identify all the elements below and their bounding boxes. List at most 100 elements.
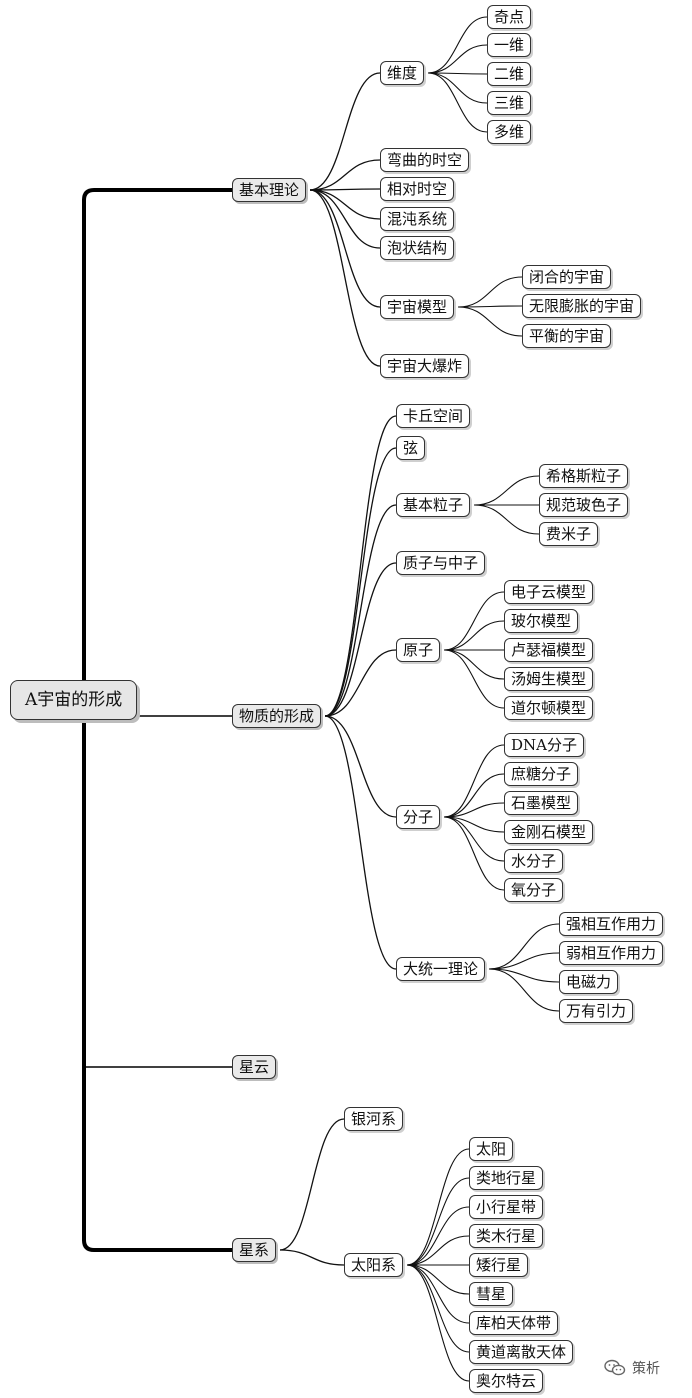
connector-line (443, 773, 505, 818)
connector-line (309, 189, 381, 308)
level3-node[interactable]: 卢瑟福模型 (504, 638, 594, 662)
level3-node[interactable]: 太阳 (469, 1137, 514, 1161)
level1-node[interactable]: 星系 (232, 1238, 277, 1262)
level3-node[interactable]: 石墨模型 (504, 791, 579, 815)
level3-node[interactable]: 类木行星 (469, 1224, 544, 1248)
connector-line (406, 1264, 470, 1382)
level3-node[interactable]: 氧分子 (504, 878, 564, 902)
connector-line (406, 1264, 470, 1324)
connector-line (473, 475, 540, 506)
level2-node[interactable]: 弦 (396, 436, 426, 460)
connector-line (324, 504, 397, 717)
level2-node[interactable]: 质子与中子 (396, 551, 486, 575)
connector-line (427, 72, 488, 133)
connector-line (457, 306, 523, 337)
level3-node[interactable]: 奇点 (487, 5, 532, 29)
level3-node[interactable]: 类地行星 (469, 1166, 544, 1190)
connector-line (324, 415, 397, 717)
level2-node[interactable]: 太阳系 (344, 1253, 404, 1277)
level2-node[interactable]: 原子 (396, 638, 441, 662)
connector-line (309, 189, 381, 249)
root-node[interactable]: A宇宙的形成 (10, 680, 138, 720)
watermark-text: 策析 (632, 1361, 660, 1377)
level2-node[interactable]: 银河系 (344, 1107, 404, 1131)
connector-line (406, 1177, 470, 1266)
wechat-icon (604, 1359, 626, 1376)
level3-node[interactable]: 希格斯粒子 (539, 464, 629, 488)
connector-line (488, 968, 560, 983)
connector-line (443, 649, 505, 680)
connector-line (309, 189, 381, 220)
level2-node[interactable]: 混沌系统 (380, 207, 455, 231)
connector-line (443, 591, 505, 651)
level3-node[interactable]: 金刚石模型 (504, 820, 594, 844)
level3-node[interactable]: 二维 (487, 62, 532, 86)
level1-node[interactable]: 基本理论 (232, 178, 307, 202)
level2-node[interactable]: 宇宙模型 (380, 295, 455, 319)
level3-node[interactable]: DNA分子 (504, 733, 584, 757)
connector-line (279, 1249, 345, 1266)
connector-line (488, 923, 560, 970)
connector-line (406, 1264, 470, 1295)
connector-line (488, 952, 560, 970)
watermark: 策析 (604, 1358, 660, 1378)
connector-line (406, 1206, 470, 1266)
level3-node[interactable]: 库柏天体带 (469, 1311, 559, 1335)
level1-node[interactable]: 物质的形成 (232, 704, 322, 728)
connector-line (443, 816, 505, 891)
connector-line (443, 649, 505, 709)
level3-node[interactable]: 一维 (487, 33, 532, 57)
connector-line (279, 1118, 345, 1251)
level2-node[interactable]: 相对时空 (380, 177, 455, 201)
connector-line (443, 816, 505, 833)
level3-node[interactable]: 强相互作用力 (559, 912, 664, 936)
level3-node[interactable]: 矮行星 (469, 1253, 529, 1277)
level3-node[interactable]: 奥尔特云 (469, 1369, 544, 1393)
level3-node[interactable]: 水分子 (504, 849, 564, 873)
level3-node[interactable]: 万有引力 (559, 999, 634, 1023)
level3-node[interactable]: 黄道离散天体 (469, 1340, 574, 1364)
level3-node[interactable]: 庶糖分子 (504, 762, 579, 786)
connector-line (82, 188, 232, 201)
level2-node[interactable]: 宇宙大爆炸 (380, 354, 470, 378)
level2-node[interactable]: 大统一理论 (396, 957, 486, 981)
level2-node[interactable]: 基本粒子 (396, 493, 471, 517)
connector-line (82, 1239, 232, 1252)
level3-node[interactable]: 玻尔模型 (504, 609, 579, 633)
connector-line (488, 968, 560, 1012)
connector-line (324, 715, 397, 970)
connector-line (457, 276, 523, 308)
level3-node[interactable]: 小行星带 (469, 1195, 544, 1219)
connector-line (309, 72, 381, 191)
level1-node[interactable]: 星云 (232, 1055, 277, 1079)
level2-node[interactable]: 弯曲的时空 (380, 148, 470, 172)
level3-node[interactable]: 费米子 (539, 522, 599, 546)
connector-line (324, 715, 397, 818)
level2-node[interactable]: 分子 (396, 805, 441, 829)
level2-node[interactable]: 维度 (380, 61, 425, 85)
connector-line (443, 744, 505, 818)
connector-line (324, 562, 397, 717)
level2-node[interactable]: 泡状结构 (380, 236, 455, 260)
connector-line (309, 188, 381, 191)
level3-node[interactable]: 三维 (487, 91, 532, 115)
level3-node[interactable]: 多维 (487, 120, 532, 144)
level3-node[interactable]: 平衡的宇宙 (522, 324, 612, 348)
level3-node[interactable]: 彗星 (469, 1282, 514, 1306)
connector-line (443, 816, 505, 862)
connector-line (324, 447, 397, 717)
level3-node[interactable]: 无限膨胀的宇宙 (522, 294, 642, 318)
level3-node[interactable]: 规范玻色子 (539, 493, 629, 517)
connector-line (427, 16, 488, 74)
level3-node[interactable]: 电子云模型 (504, 580, 594, 604)
level3-node[interactable]: 道尔顿模型 (504, 696, 594, 720)
level3-node[interactable]: 汤姆生模型 (504, 667, 594, 691)
level3-node[interactable]: 弱相互作用力 (559, 941, 664, 965)
connector-line (427, 72, 488, 104)
level2-node[interactable]: 卡丘空间 (396, 404, 471, 428)
connector-line (406, 1235, 470, 1266)
level3-node[interactable]: 闭合的宇宙 (522, 265, 612, 289)
level3-node[interactable]: 电磁力 (559, 970, 619, 994)
connector-line (427, 44, 488, 74)
